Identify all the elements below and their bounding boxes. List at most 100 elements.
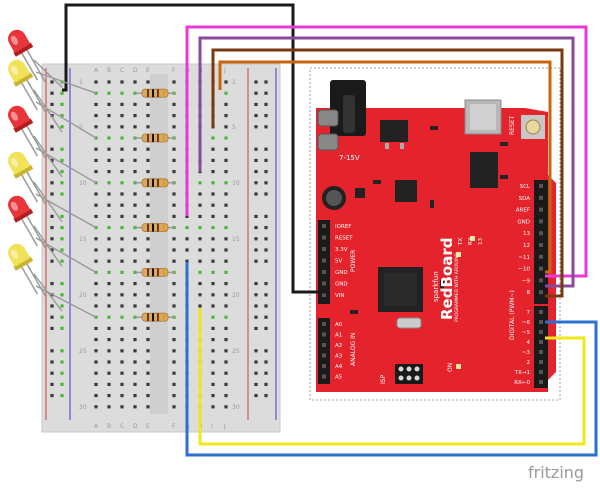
breadboard-hole — [264, 326, 268, 330]
breadboard-hole — [107, 158, 111, 162]
column-letter: A — [94, 67, 99, 74]
pin-label: GND — [335, 270, 348, 276]
breadboard-hole — [107, 270, 111, 274]
breadboard-hole — [146, 371, 150, 375]
breadboard-hole — [185, 248, 189, 252]
column-letter: E — [146, 67, 150, 74]
breadboard-hole — [60, 315, 64, 319]
breadboard-hole — [224, 338, 228, 342]
pin-label: 7 — [527, 310, 531, 316]
header-pin — [322, 270, 326, 274]
breadboard-hole — [133, 237, 137, 241]
header-pin — [322, 281, 326, 286]
breadboard-hole — [50, 158, 54, 162]
header-pin — [322, 332, 326, 337]
breadboard-hole — [107, 293, 111, 297]
pin-label: ~11 — [518, 255, 530, 261]
pin-label: GND — [335, 282, 348, 288]
breadboard-hole — [211, 248, 215, 252]
pin-label: RESET — [335, 236, 353, 242]
led-lead — [33, 59, 63, 88]
breadboard-hole — [146, 382, 150, 386]
breadboard-hole — [172, 170, 176, 174]
breadboard-hole — [224, 248, 228, 252]
breadboard-hole — [224, 114, 228, 118]
header-pin — [322, 374, 326, 379]
breadboard-hole — [254, 226, 258, 230]
breadboard-hole — [198, 226, 202, 230]
breadboard-hole — [172, 304, 176, 308]
breadboard-hole — [133, 394, 137, 398]
leds — [8, 29, 97, 318]
breadboard-hole — [50, 349, 54, 353]
breadboard-hole — [120, 338, 124, 342]
breadboard-hole — [50, 125, 54, 129]
breadboard-hole — [133, 114, 137, 118]
row-number: 1 — [79, 79, 83, 86]
breadboard-hole — [146, 293, 150, 297]
breadboard-hole — [254, 259, 258, 263]
breadboard-hole — [94, 192, 98, 196]
breadboard-hole — [94, 203, 98, 207]
resistor-band — [163, 223, 165, 232]
breadboard-hole — [211, 214, 215, 218]
led-lead — [33, 89, 63, 133]
breadboard-hole — [264, 181, 268, 185]
board-tagline: PROGRAMMED WITH ARDUINO — [454, 253, 460, 322]
header-pin — [322, 235, 326, 240]
breadboard-hole — [107, 237, 111, 241]
breadboard-hole — [224, 382, 228, 386]
breadboard-hole — [120, 349, 124, 353]
breadboard-hole — [107, 248, 111, 252]
breadboard-hole — [172, 80, 176, 84]
breadboard-hole — [120, 125, 124, 129]
breadboard-hole — [254, 304, 258, 308]
pin-label: 13 — [523, 231, 530, 237]
breadboard-hole — [198, 203, 202, 207]
breadboard-hole — [254, 326, 258, 330]
breadboard-hole — [94, 170, 98, 174]
breadboard-hole — [60, 371, 64, 375]
column-letter: A — [94, 423, 99, 430]
breadboard-hole — [264, 360, 268, 364]
breadboard-hole — [60, 158, 64, 162]
digital-pin-labels: SCLSDAAREFGND1312~11~10~987~6~54~32TX→1R… — [514, 184, 531, 386]
breadboard-hole — [211, 136, 215, 140]
header-pin — [322, 322, 326, 326]
breadboard-hole — [107, 102, 111, 106]
breadboard-hole — [264, 91, 268, 95]
led-lead — [35, 71, 97, 94]
breadboard-hole — [224, 270, 228, 274]
breadboard-hole — [133, 203, 137, 207]
breadboard-hole — [146, 203, 150, 207]
column-letter: J — [223, 67, 226, 74]
breadboard-hole — [120, 360, 124, 364]
breadboard-hole — [146, 326, 150, 330]
breadboard-hole — [264, 304, 268, 308]
pin-label: VIN — [335, 293, 345, 299]
breadboard-hole — [264, 349, 268, 353]
pin-label: RX←0 — [514, 380, 530, 386]
pin-label: ~9 — [522, 278, 531, 284]
breadboard-hole — [211, 338, 215, 342]
isp-header — [398, 366, 420, 381]
breadboard-hole — [133, 338, 137, 342]
resistor-band — [157, 223, 159, 232]
breadboard-hole — [94, 237, 98, 241]
breadboard-hole — [133, 259, 137, 263]
breadboard-hole — [211, 304, 215, 308]
breadboard-hole — [264, 226, 268, 230]
breadboard-hole — [172, 147, 176, 151]
breadboard-hole — [254, 125, 258, 129]
breadboard-hole — [254, 114, 258, 118]
pin-label: 3.3V — [335, 247, 348, 253]
breadboard-hole — [224, 282, 228, 286]
isp-label: ISP — [380, 374, 387, 384]
breadboard-hole — [198, 248, 202, 252]
breadboard-hole — [50, 360, 54, 364]
breadboard-hole — [211, 371, 215, 375]
header-pin — [539, 360, 543, 364]
breadboard-hole — [50, 170, 54, 174]
